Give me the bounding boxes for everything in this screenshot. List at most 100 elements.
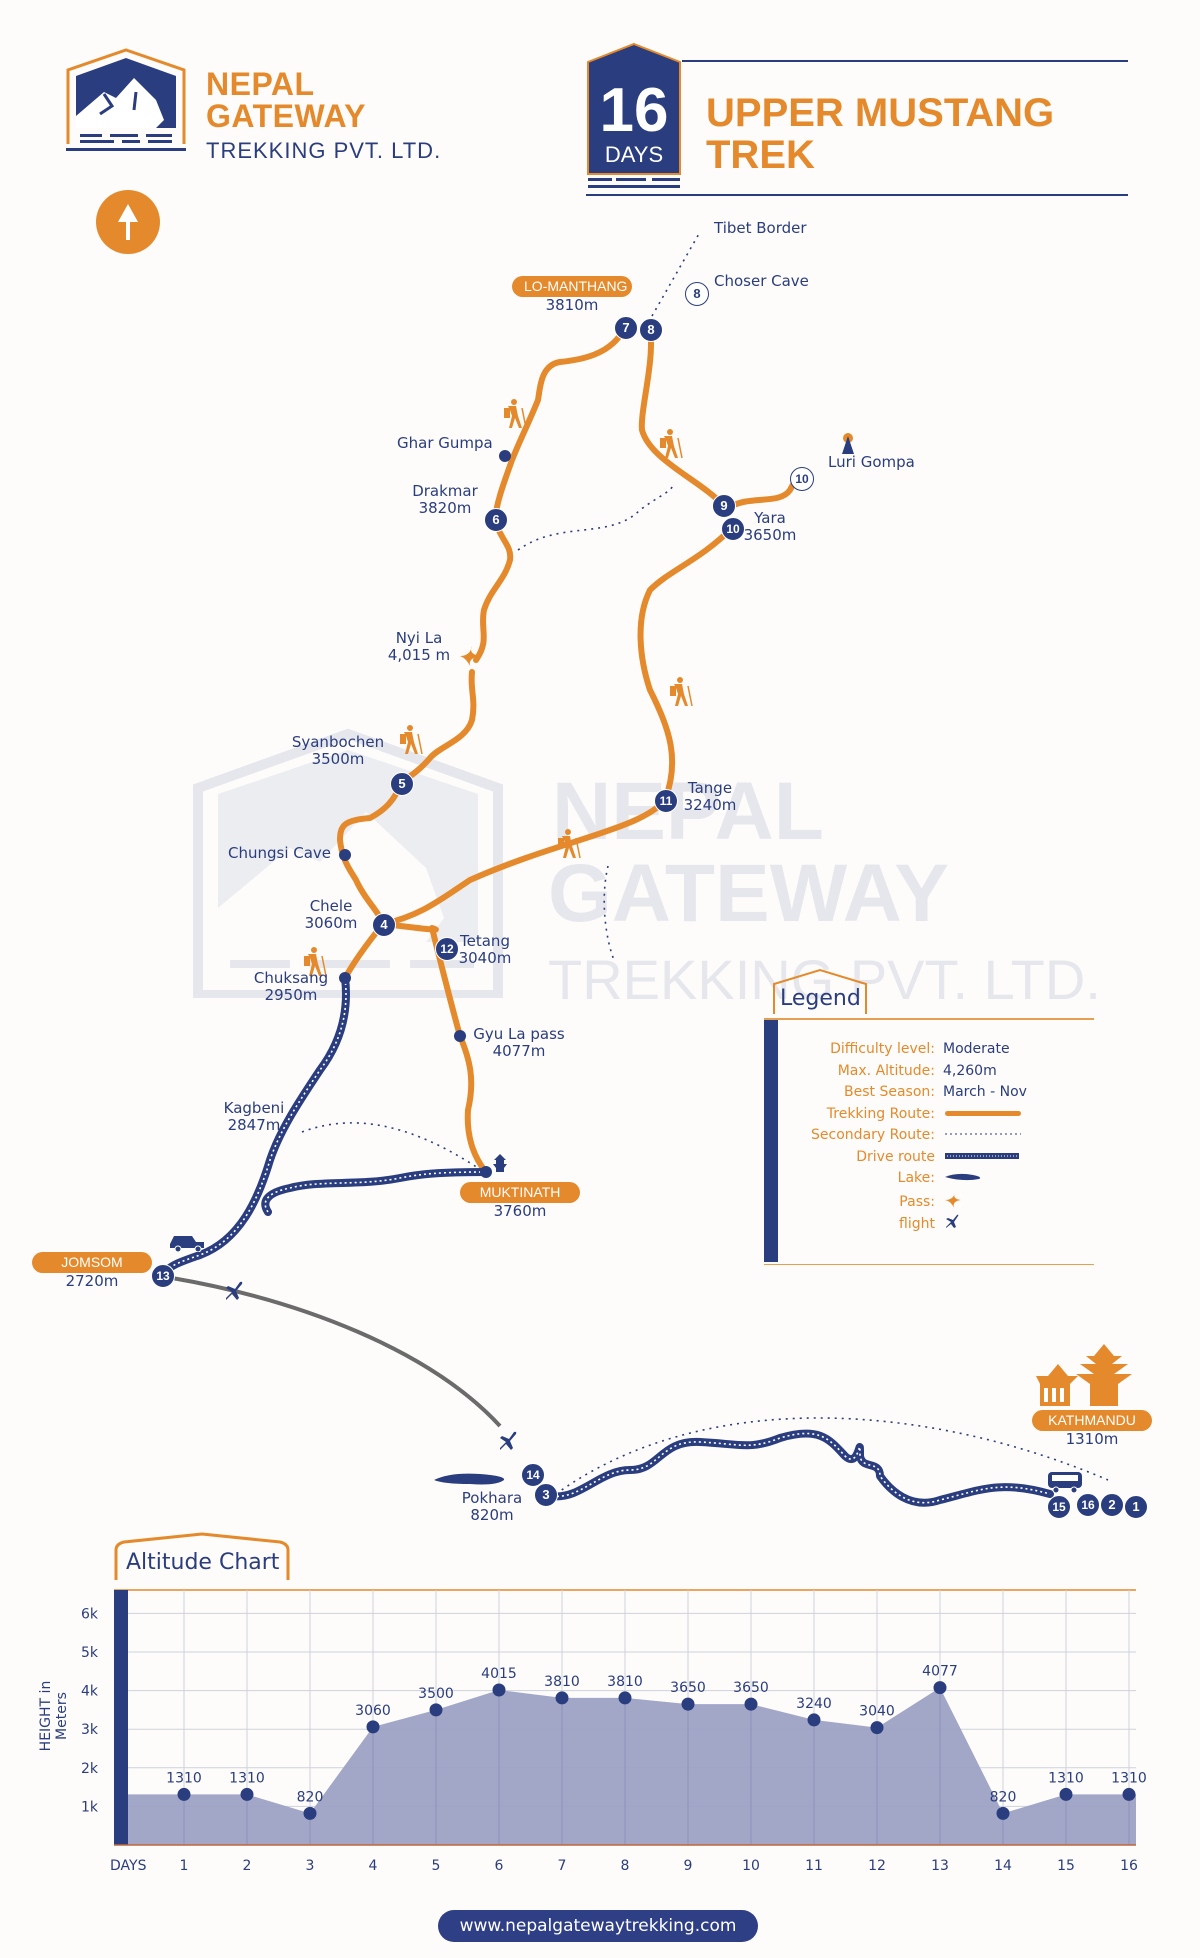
data-label: 3240 [796, 1696, 832, 1712]
gompa-icon [842, 433, 854, 454]
x-tick-label: 4 [369, 1858, 378, 1874]
place-name: Luri Gompa [828, 453, 915, 471]
y-tick-label: 6k [81, 1606, 99, 1622]
place-altitude: 3810m [545, 296, 599, 314]
x-tick-label: 6 [495, 1858, 504, 1874]
day-marker-13: 13 [151, 1264, 175, 1288]
place-name: Tibet Border [714, 219, 807, 237]
place-name: Gyu La pass [473, 1025, 565, 1043]
y-tick-label: 5k [81, 1645, 99, 1661]
place-altitude: 3500m [311, 750, 365, 768]
waypoint-dot [339, 972, 351, 984]
data-point [366, 1720, 380, 1734]
data-point [933, 1681, 947, 1695]
legend-row: Max. Altitude:4,260m [780, 1062, 997, 1080]
y-tick-label: 4k [81, 1684, 99, 1700]
altitude-chart: 1k2k3k4k5k6k1310113102820330604350054015… [81, 1589, 1147, 1874]
data-label: 1310 [229, 1770, 265, 1786]
data-point [681, 1697, 695, 1711]
place-name: Yara [754, 509, 786, 527]
place-label-ghar-gumpa: Ghar Gumpa [397, 435, 493, 452]
data-point [618, 1691, 632, 1705]
place-name: Chele [309, 897, 353, 915]
day-marker-1: 1 [1124, 1495, 1148, 1519]
day-marker-6: 6 [484, 508, 508, 532]
legend-key: Pass: [899, 1194, 935, 1210]
waypoint-dot [339, 849, 351, 861]
place-name: KATHMANDU [1032, 1410, 1152, 1431]
legend-key: Max. Altitude: [837, 1062, 935, 1079]
title-rule-top [682, 60, 1128, 62]
x-tick-label: 16 [1120, 1858, 1138, 1874]
data-label: 1310 [166, 1770, 202, 1786]
y-tick-label: 2k [81, 1761, 99, 1777]
day-marker-8: 8 [685, 282, 709, 306]
place-name: Pokhara [461, 1489, 523, 1507]
data-point [303, 1806, 317, 1820]
hiker-icon [666, 676, 694, 712]
drive-route-icon [943, 1148, 1023, 1166]
data-point [429, 1703, 443, 1717]
place-name: Ghar Gumpa [397, 434, 493, 452]
trekking-route-icon [943, 1105, 1023, 1123]
x-tick-label: 10 [742, 1858, 760, 1874]
place-label-tibet-border: Tibet Border [714, 220, 807, 237]
data-point [1122, 1787, 1136, 1801]
flight-icon [943, 1212, 1023, 1235]
legend-value: March - Nov [943, 1084, 1027, 1100]
place-altitude: 4,015 m [387, 646, 451, 664]
place-altitude: 2720m [65, 1272, 119, 1290]
legend-row: Lake: [780, 1169, 1023, 1187]
day-marker-12: 12 [435, 937, 459, 961]
place-altitude: 3820m [418, 499, 472, 517]
legend-row: Drive route [780, 1148, 1023, 1166]
place-name: Choser Cave [714, 272, 809, 290]
legend-key: Difficulty level: [830, 1041, 935, 1057]
data-label: 4015 [481, 1666, 517, 1682]
secondary-route-icon [943, 1126, 1023, 1144]
x-tick-label: 12 [868, 1858, 886, 1874]
place-name: JOMSOM [32, 1252, 152, 1273]
data-label: 1310 [1111, 1770, 1147, 1786]
days-label: DAYS [604, 142, 664, 167]
lake-icon [943, 1169, 1023, 1187]
lake-icon [434, 1473, 505, 1485]
place-altitude: 820m [470, 1506, 514, 1524]
legend-key: flight [899, 1215, 935, 1232]
day-marker-7: 7 [614, 316, 638, 340]
hiker-icon [554, 828, 582, 864]
data-point [996, 1806, 1010, 1820]
data-label: 3040 [859, 1704, 895, 1720]
day-marker-3: 3 [534, 1483, 558, 1507]
legend-key: Trekking Route: [826, 1105, 935, 1122]
altitude-area [126, 1687, 1136, 1845]
data-label: 1310 [1048, 1770, 1084, 1786]
chart-title: Altitude Chart [126, 1550, 280, 1575]
day-marker-11: 11 [654, 789, 678, 813]
muktinath-temple-icon [493, 1154, 507, 1172]
place-name: Tetang [460, 932, 510, 950]
data-point [555, 1691, 569, 1705]
brand-line-1: NEPAL [206, 66, 315, 102]
legend-key: Lake: [897, 1170, 935, 1186]
brand-line-2: GATEWAY [206, 98, 366, 134]
place-altitude: 3040m [458, 949, 512, 967]
route-map [158, 231, 1109, 1560]
website-link[interactable]: www.nepalgatewaytrekking.com [438, 1910, 758, 1942]
brand-logo-icon [66, 48, 186, 151]
legend-row: Pass: [780, 1191, 1023, 1214]
day-marker-2: 2 [1100, 1493, 1124, 1517]
brand-line-3: TREKKING PVT. LTD. [206, 138, 442, 163]
chart-accent-bar [114, 1590, 128, 1845]
title-rule-bottom [586, 194, 1128, 196]
legend-row: Secondary Route: [780, 1126, 1023, 1144]
